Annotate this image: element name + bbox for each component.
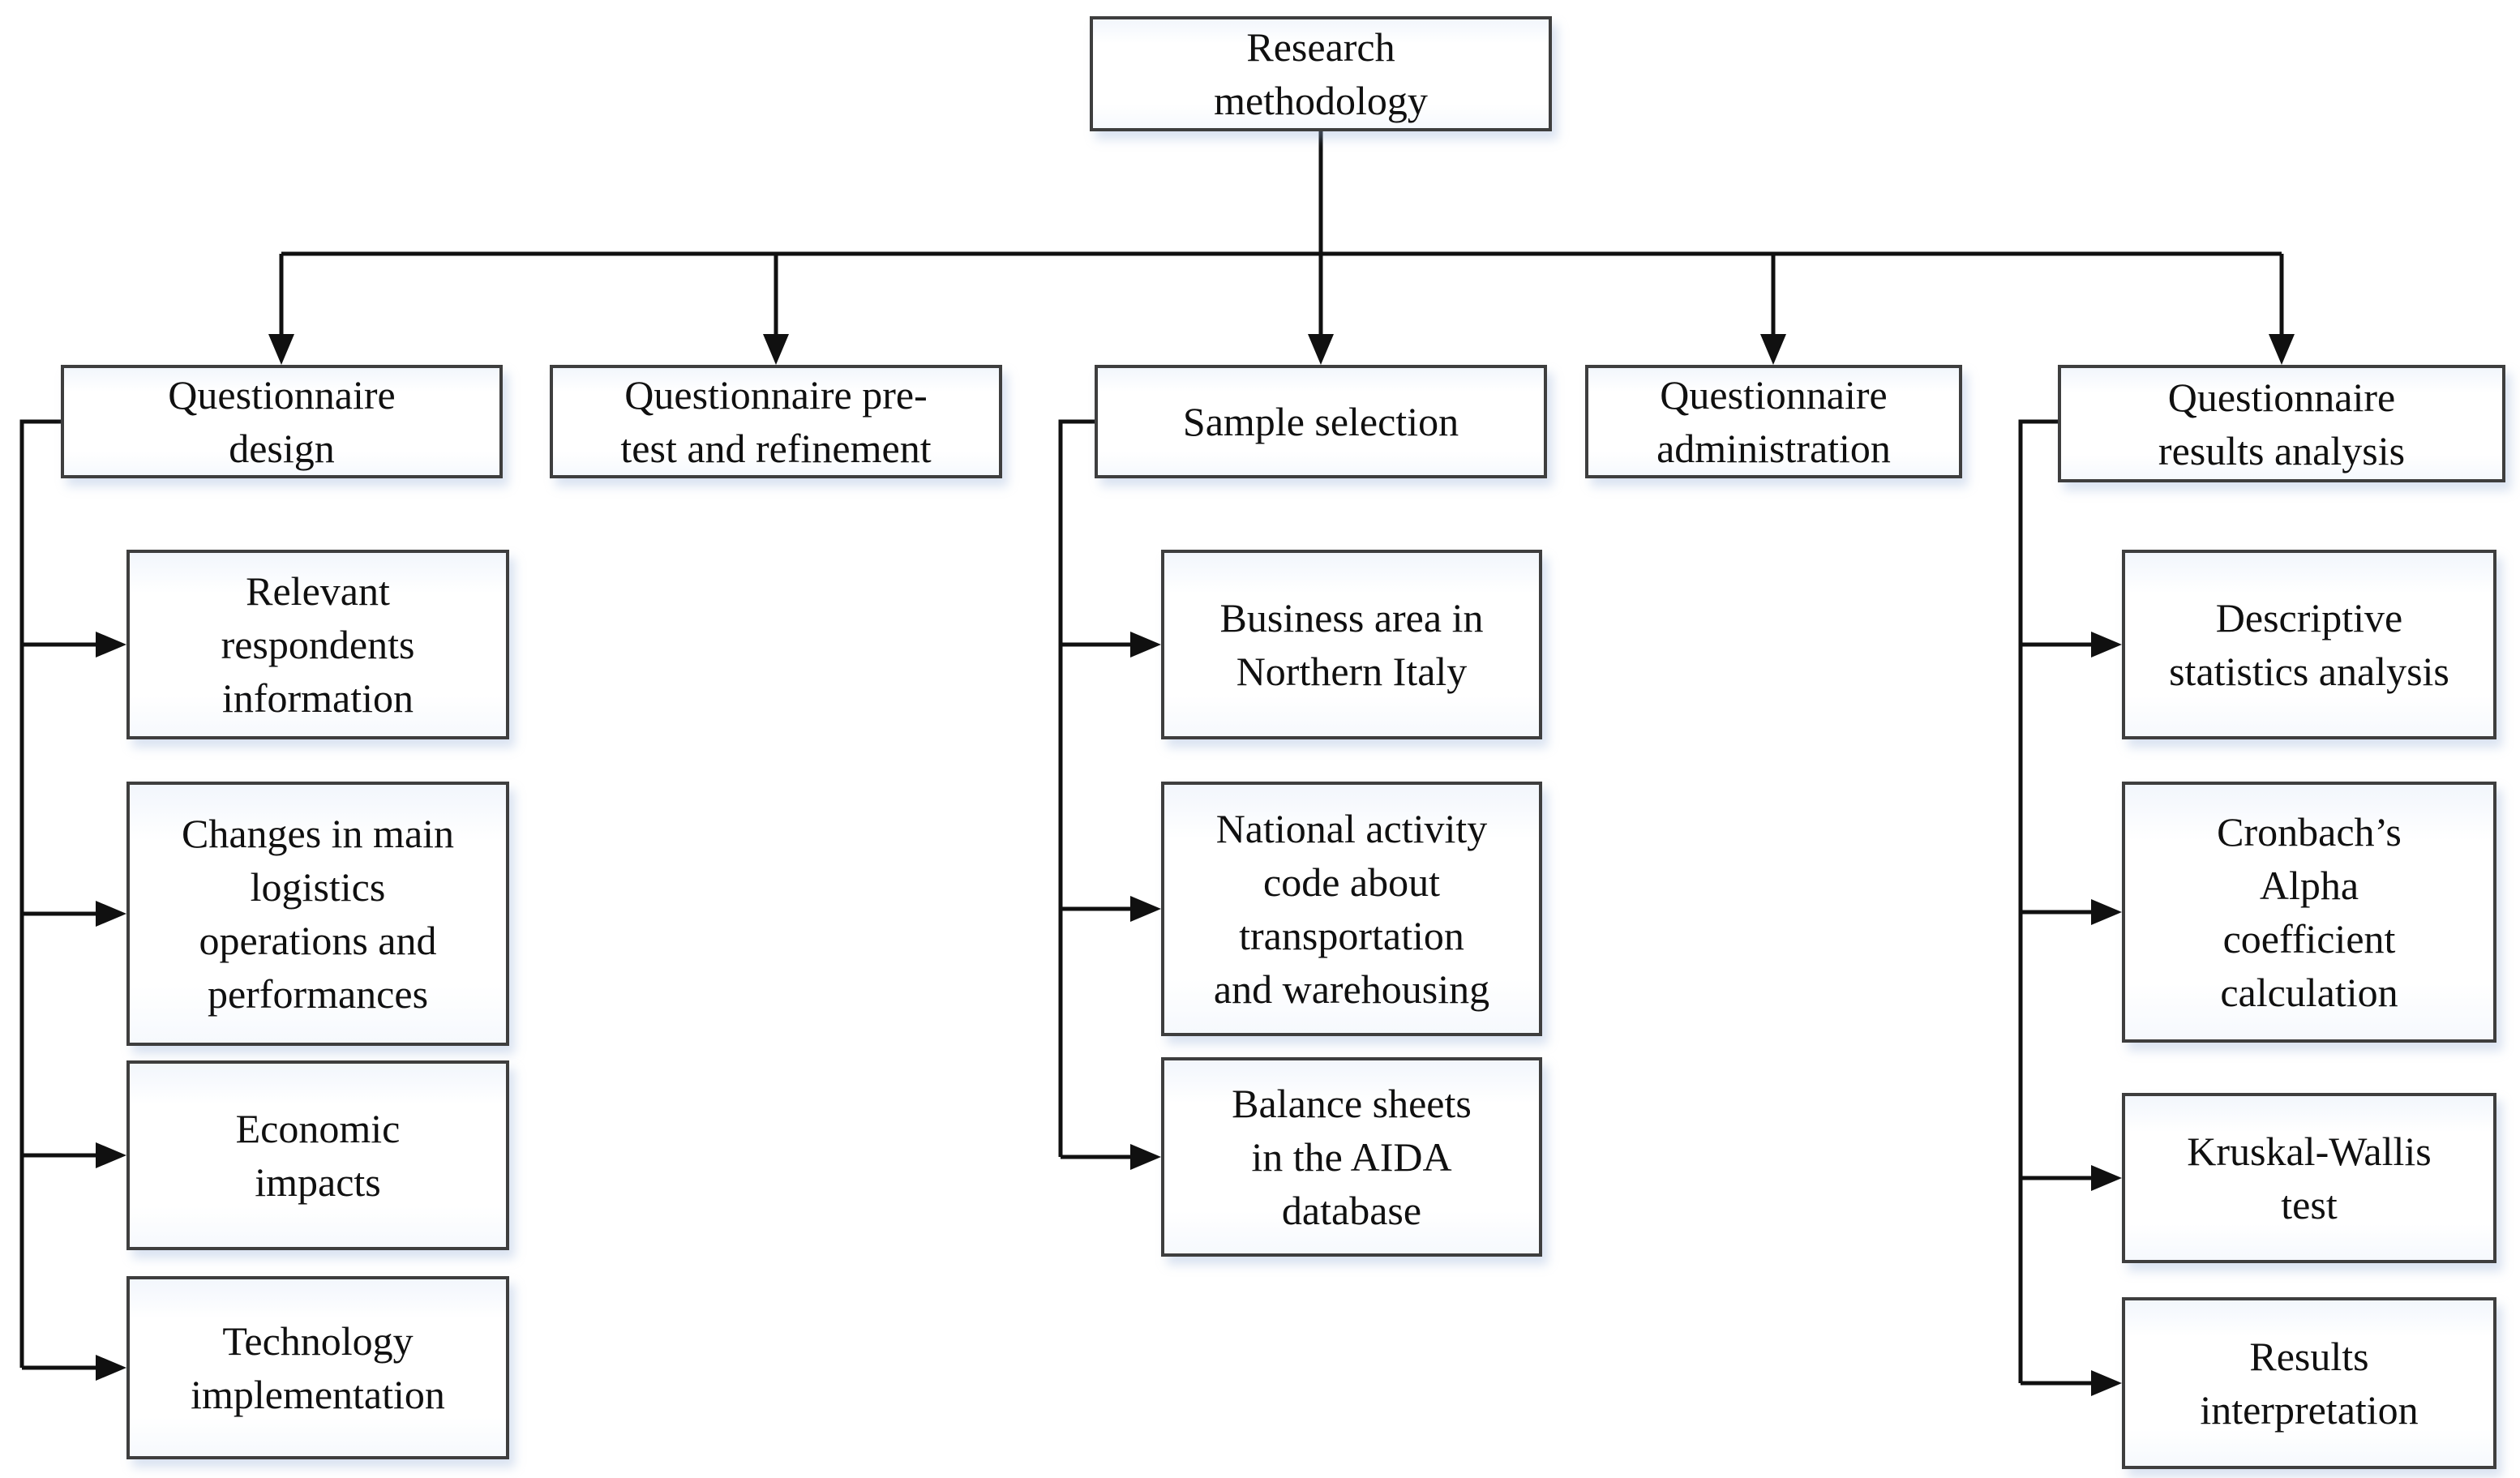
node-technology-implementation: Technology implementation	[126, 1276, 509, 1459]
node-results-interpretation: Results interpretation	[2122, 1297, 2496, 1469]
arrowhead-descriptive	[2091, 632, 2122, 658]
node-questionnaire-design: Questionnaire design	[61, 365, 503, 478]
arrowhead-design	[268, 334, 294, 365]
arrowhead-administration	[1760, 334, 1786, 365]
connector-lines	[19, 131, 2284, 1386]
node-relevant-respondents-information: Relevant respondents information	[126, 550, 509, 739]
node-questionnaire-results-analysis: Questionnaire results analysis	[2058, 365, 2505, 482]
node-questionnaire-administration: Questionnaire administration	[1585, 365, 1962, 478]
arrowhead-business-area	[1130, 632, 1161, 658]
node-economic-impacts: Economic impacts	[126, 1060, 509, 1250]
arrowhead-changes	[96, 901, 126, 927]
node-descriptive-statistics-analysis: Descriptive statistics analysis	[2122, 550, 2496, 739]
arrowhead-balance-sheets	[1130, 1144, 1161, 1170]
node-cronbachs-alpha-coefficient: Cronbach’s Alpha coefficient calculation	[2122, 782, 2496, 1043]
node-research-methodology: Research methodology	[1090, 16, 1552, 131]
arrowhead-interpretation	[2091, 1370, 2122, 1396]
node-national-activity-code: National activity code about transportat…	[1161, 782, 1542, 1036]
arrowhead-sample	[1308, 334, 1334, 365]
arrowhead-results	[2269, 334, 2295, 365]
arrowhead-kruskal	[2091, 1165, 2122, 1191]
arrowhead-cronbach	[2091, 899, 2122, 925]
arrowhead-technology	[96, 1355, 126, 1381]
node-balance-sheets-aida: Balance sheets in the AIDA database	[1161, 1057, 1542, 1257]
node-changes-main-logistics: Changes in main logistics operations and…	[126, 782, 509, 1046]
connector-trunk-sample	[1058, 419, 1095, 1157]
connector-trunk-results	[2018, 419, 2058, 1383]
arrowheads	[96, 334, 2295, 1396]
node-business-area-northern-italy: Business area in Northern Italy	[1161, 550, 1542, 739]
node-sample-selection: Sample selection	[1095, 365, 1547, 478]
arrowhead-pretest	[763, 334, 789, 365]
arrowhead-economic	[96, 1142, 126, 1168]
connector-trunk-design	[19, 419, 61, 1368]
arrowhead-activity-code	[1130, 896, 1161, 922]
arrowhead-respondents	[96, 632, 126, 658]
node-kruskal-wallis-test: Kruskal-Wallis test	[2122, 1093, 2496, 1263]
node-questionnaire-pretest-refinement: Questionnaire pre- test and refinement	[550, 365, 1002, 478]
